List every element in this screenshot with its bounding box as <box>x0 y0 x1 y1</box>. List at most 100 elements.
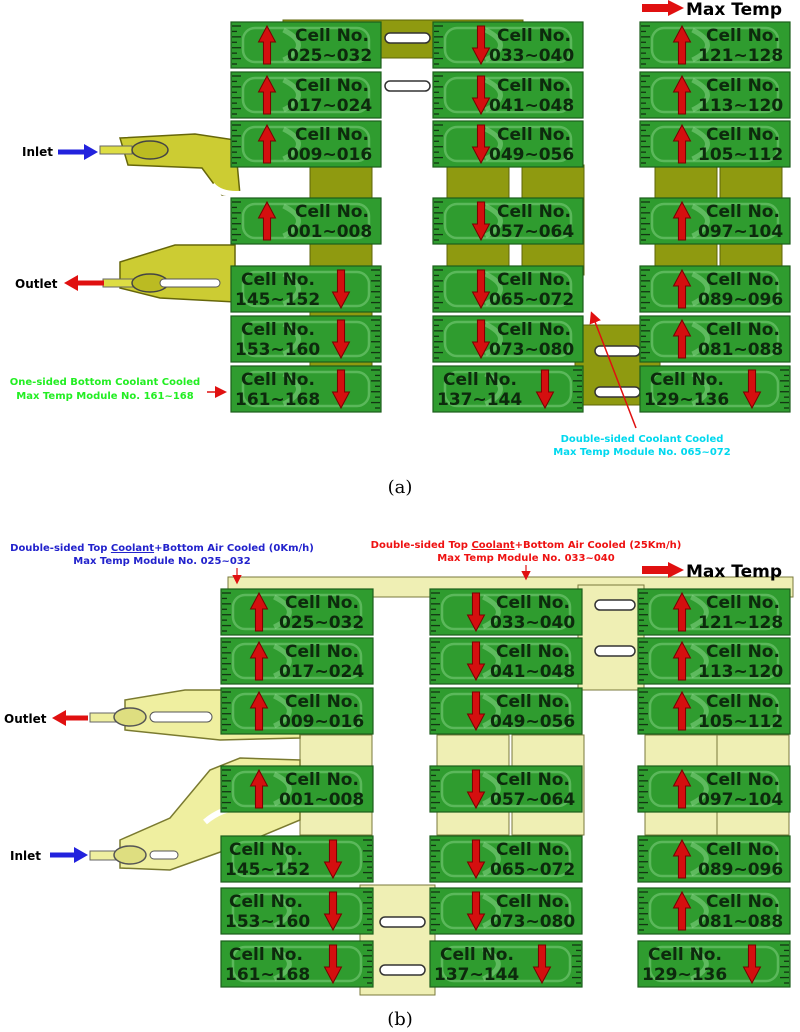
flow-arrow-down-icon <box>323 944 343 985</box>
cell-tab-ruler-icon <box>431 592 440 632</box>
cell-tab-ruler-icon <box>780 944 789 984</box>
cell-range-label: 073~080 <box>490 912 575 932</box>
cell-no-label: Cell No. <box>706 892 780 912</box>
flow-arrow-up-icon <box>257 123 277 164</box>
module-025-032: Cell No.025~032 <box>230 21 382 69</box>
cell-no-label: Cell No. <box>285 692 359 712</box>
annotation-right-a: Double-sided Coolant Cooled Max Temp Mod… <box>553 311 731 458</box>
flow-arrow-up-icon <box>672 318 692 359</box>
module-153-160: Cell No.153~160 <box>230 315 382 363</box>
max-temp-label-b: Max Temp <box>686 562 782 582</box>
cell-range-label: 049~056 <box>489 145 574 165</box>
module-001-008: Cell No.001~008 <box>230 197 382 245</box>
cell-no-label: Cell No. <box>496 840 570 860</box>
flow-arrow-up-icon <box>672 768 692 809</box>
outlet-label-a: Outlet <box>15 277 58 291</box>
cell-no-label: Cell No. <box>706 642 780 662</box>
cell-range-label: 161~168 <box>225 965 310 985</box>
module-161-168: Cell No.161~168 <box>230 365 382 413</box>
module-009-016: Cell No.009~016 <box>220 687 374 735</box>
module-073-080: Cell No.073~080 <box>432 315 584 363</box>
coolant-slots-b <box>379 599 636 976</box>
flow-arrow-down-icon <box>742 944 762 985</box>
cell-no-label: Cell No. <box>285 593 359 613</box>
flow-arrow-down-icon <box>466 839 486 880</box>
outlet-manifold-a <box>102 244 236 303</box>
cell-range-label: 057~064 <box>490 790 575 810</box>
flow-arrow-down-icon <box>535 369 555 410</box>
flow-arrow-down-icon <box>471 319 491 360</box>
inlet-label-a: Inlet <box>22 145 53 159</box>
flow-arrow-up-icon <box>257 74 277 115</box>
flow-arrow-down-icon <box>466 592 486 633</box>
cell-range-label: 001~008 <box>279 790 364 810</box>
module-025-032: Cell No.025~032 <box>220 588 374 636</box>
cell-tab-ruler-icon <box>572 944 581 984</box>
flow-arrow-up-icon <box>672 690 692 731</box>
module-041-048: Cell No.041~048 <box>432 71 584 119</box>
cell-tab-ruler-icon <box>222 592 231 632</box>
cell-range-label: 025~032 <box>279 613 364 633</box>
cell-no-label: Cell No. <box>706 202 780 222</box>
cell-range-label: 001~008 <box>287 222 372 242</box>
cell-tab-ruler-icon <box>780 369 789 409</box>
flow-arrow-down-icon <box>742 369 762 410</box>
module-097-104: Cell No.097~104 <box>639 197 791 245</box>
module-105-112: Cell No.105~112 <box>639 120 791 168</box>
flow-arrow-down-icon <box>471 269 491 310</box>
cell-tab-ruler-icon <box>371 369 380 409</box>
cell-range-label: 105~112 <box>698 712 783 732</box>
module-161-168: Cell No.161~168 <box>220 940 374 988</box>
flow-arrow-down-icon <box>471 124 491 165</box>
cell-no-label: Cell No. <box>241 320 315 340</box>
cell-no-label: Cell No. <box>285 770 359 790</box>
cell-range-label: 041~048 <box>490 662 575 682</box>
cell-no-label: Cell No. <box>706 770 780 790</box>
cell-range-label: 129~136 <box>642 965 727 985</box>
flow-arrow-down-icon <box>323 891 343 932</box>
cell-range-label: 137~144 <box>437 390 522 410</box>
module-065-072: Cell No.065~072 <box>432 265 584 313</box>
cell-tab-ruler-icon <box>431 891 440 931</box>
module-017-024: Cell No.017~024 <box>220 637 374 685</box>
cell-range-label: 065~072 <box>489 290 574 310</box>
coolant-slots-a <box>384 32 641 398</box>
cell-range-label: 097~104 <box>698 222 783 242</box>
flow-arrow-up-icon <box>249 690 269 731</box>
flow-arrow-up-icon <box>672 24 692 65</box>
cell-tab-ruler-icon <box>434 269 443 309</box>
cell-no-label: Cell No. <box>496 593 570 613</box>
cell-range-label: 025~032 <box>287 46 372 66</box>
cell-range-label: 065~072 <box>490 860 575 880</box>
cell-range-label: 057~064 <box>489 222 574 242</box>
module-105-112: Cell No.105~112 <box>637 687 791 735</box>
flow-arrow-down-icon <box>471 75 491 116</box>
cell-range-label: 017~024 <box>279 662 364 682</box>
cell-no-label: Cell No. <box>295 125 369 145</box>
flow-arrow-down-icon <box>466 691 486 732</box>
cell-range-label: 145~152 <box>235 290 320 310</box>
module-129-136: Cell No.129~136 <box>639 365 791 413</box>
cell-no-label: Cell No. <box>295 76 369 96</box>
cell-tab-ruler-icon <box>641 319 650 359</box>
cell-no-label: Cell No. <box>497 270 571 290</box>
cell-range-label: 113~120 <box>698 96 783 116</box>
cell-tab-ruler-icon <box>639 641 648 681</box>
cell-tab-ruler-icon <box>232 124 241 164</box>
annotation-right-a-line1: Double-sided Coolant Cooled <box>561 434 724 445</box>
cell-tab-ruler-icon <box>222 641 231 681</box>
cell-no-label: Cell No. <box>443 370 517 390</box>
cell-no-label: Cell No. <box>241 370 315 390</box>
cell-tab-ruler-icon <box>641 269 650 309</box>
module-121-128: Cell No.121~128 <box>639 21 791 69</box>
flow-arrow-down-icon <box>323 839 343 880</box>
cell-no-label: Cell No. <box>648 945 722 965</box>
inlet-arrowhead-a <box>84 144 98 160</box>
outlet-arrowhead-a <box>64 275 78 291</box>
cell-tab-ruler-icon <box>639 691 648 731</box>
module-049-056: Cell No.049~056 <box>432 120 584 168</box>
cell-no-label: Cell No. <box>229 892 303 912</box>
module-081-088: Cell No.081~088 <box>637 887 791 935</box>
module-073-080: Cell No.073~080 <box>429 887 583 935</box>
